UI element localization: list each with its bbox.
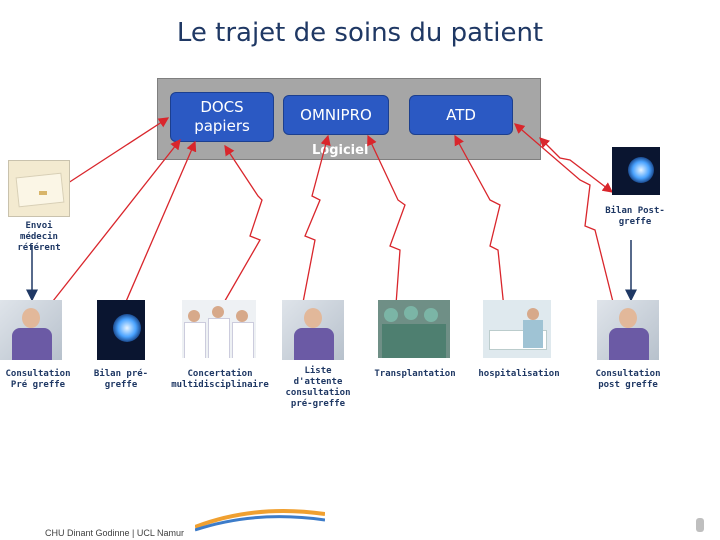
consultation-pre-label: Consultation Pré greffe xyxy=(2,369,74,391)
arrow-hospital-atd xyxy=(455,136,505,318)
bilan-pre-photo xyxy=(97,300,145,360)
concertation-label: Concertation multidisciplinaire xyxy=(170,369,270,391)
consultation-post-label: Consultation post greffe xyxy=(590,369,666,391)
arrow-liste-omnipro xyxy=(300,136,328,318)
consultation-pre-photo xyxy=(0,300,62,360)
footer-text: CHU Dinant Godinne | UCL Namur xyxy=(45,528,184,538)
transplantation-photo xyxy=(378,300,450,358)
scanner-photo-post xyxy=(612,147,660,195)
consultation-post-photo xyxy=(597,300,659,360)
slide-marker xyxy=(696,518,704,532)
concertation-photo xyxy=(182,300,256,358)
arrow-concertation-docs xyxy=(215,146,262,318)
footer-swoosh xyxy=(195,502,325,532)
liste-attente-photo xyxy=(282,300,344,360)
hospitalisation-photo xyxy=(483,300,551,358)
arrow-bilan-post-atd xyxy=(540,138,612,192)
arrow-transplant-omnipro xyxy=(368,136,405,318)
bilan-post-greffe-label: Bilan Post-greffe xyxy=(603,206,667,228)
bilan-pre-label: Bilan pré-greffe xyxy=(88,369,154,391)
hospitalisation-label: hospitalisation xyxy=(474,369,564,380)
envoi-medecin-label: Envoi médecin référent xyxy=(4,221,74,254)
arrow-bilan-pre-docs xyxy=(118,142,195,320)
transplantation-label: Transplantation xyxy=(370,369,460,380)
arrow-consult-post-atd xyxy=(515,124,617,318)
liste-attente-label: Liste d'attente consultation pré-greffe xyxy=(278,366,358,410)
document-photo xyxy=(8,160,70,217)
